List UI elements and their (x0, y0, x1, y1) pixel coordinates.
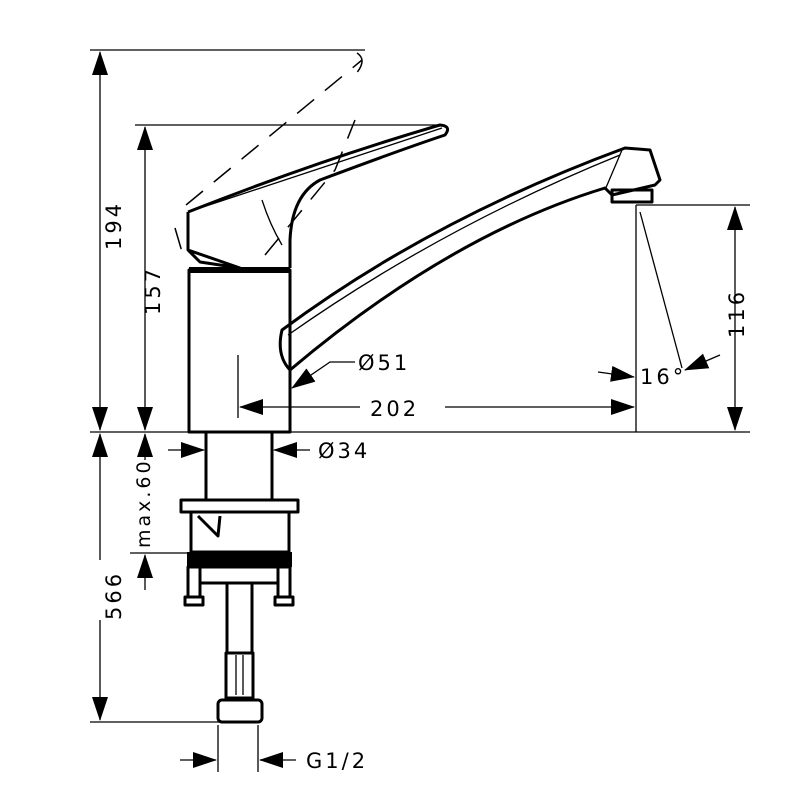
lever-open-position-dashed (174, 52, 363, 263)
total-height-label: 194 (102, 201, 126, 250)
shank-diameter-label: Ø34 (318, 439, 370, 463)
spout (278, 146, 662, 372)
max-deck-thickness-label: max.60 (133, 458, 155, 548)
spray-angle-label: 16° (640, 365, 686, 389)
connection-thread-label: G1/2 (306, 749, 368, 773)
spout-reach-label: 202 (370, 397, 419, 421)
below-deck-length-label: 566 (102, 571, 126, 620)
lever-handle (186, 123, 450, 270)
handle-height-label: 157 (141, 266, 165, 315)
dimension-lines (92, 51, 743, 768)
aerator (610, 188, 654, 204)
faucet-body (186, 123, 662, 434)
body-diameter-label: Ø51 (358, 351, 410, 375)
spout-height-label: 116 (725, 289, 749, 338)
mounting-assembly (179, 430, 300, 724)
